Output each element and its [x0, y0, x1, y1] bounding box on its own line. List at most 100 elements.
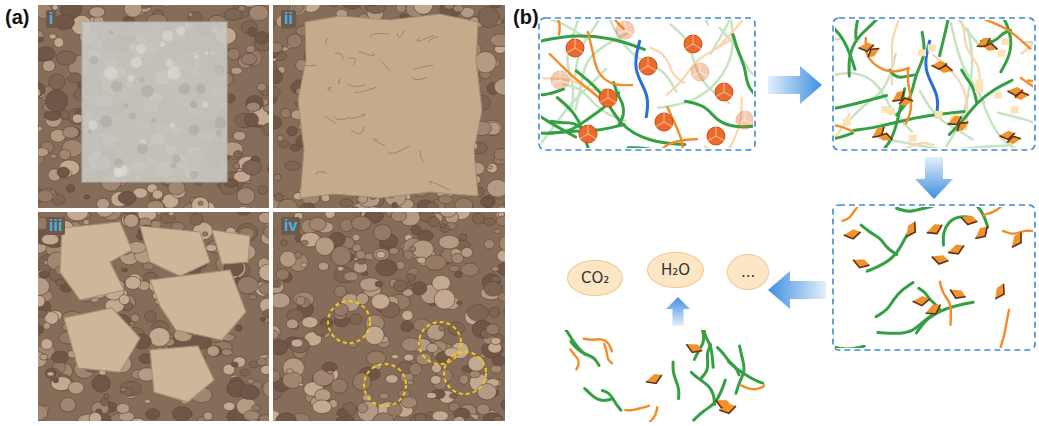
- soil-pebble: [38, 270, 49, 278]
- soil-pebble: [66, 212, 88, 221]
- bubble-text: ...: [741, 263, 755, 281]
- soil-pebble: [298, 383, 303, 386]
- soil-pebble: [490, 5, 501, 8]
- faded-fragment: [994, 92, 1002, 99]
- soil-pebble: [495, 229, 501, 234]
- illustration-part: [745, 120, 753, 125]
- soil-pebble: [89, 412, 102, 421]
- film-spot: [90, 56, 98, 64]
- bubble-text: CO₂: [581, 269, 609, 287]
- illustration-part: [607, 89, 608, 98]
- soil-pebble: [38, 295, 45, 307]
- soil-pebble: [499, 235, 505, 251]
- illustration-part: [38, 5, 269, 208]
- soil-pebble: [238, 5, 245, 11]
- film-fragment: [64, 308, 140, 372]
- photo-label: iv: [281, 217, 300, 235]
- soil-photo: [38, 5, 269, 208]
- film-spot: [216, 130, 223, 137]
- polymer-chain: [949, 80, 1012, 134]
- polymer-chain: [588, 32, 632, 85]
- faded-fragment: [975, 79, 983, 86]
- film-wrinkle: [370, 33, 389, 37]
- film-spot: [131, 57, 142, 68]
- illustration-part: [878, 131, 894, 144]
- soil-pebble: [258, 185, 267, 194]
- film-spot: [151, 118, 156, 123]
- soil-pebble: [344, 272, 359, 281]
- soil-pebble: [188, 12, 193, 17]
- soil-pebble: [459, 234, 466, 241]
- film-wrinkle: [338, 79, 339, 84]
- illustration-part: [902, 220, 920, 239]
- soil-pebble: [312, 400, 331, 414]
- soil-pebble: [410, 414, 431, 421]
- soil-pebble: [489, 307, 500, 317]
- particle-fragment: [983, 41, 999, 54]
- soil-pebble: [38, 310, 47, 317]
- polymer-chain: [1000, 310, 1009, 348]
- film-wrinkle: [412, 78, 427, 80]
- soil-pebble: [492, 355, 505, 365]
- soil-pebble: [296, 296, 305, 305]
- faded-chain: [567, 20, 579, 107]
- soil-pebble: [503, 17, 505, 25]
- soil-pebble: [331, 379, 348, 394]
- polymer-chain: [673, 362, 679, 399]
- soil-pebble: [342, 5, 363, 9]
- film-spot: [89, 120, 98, 129]
- soil-pebble: [497, 250, 505, 263]
- soil-pebble: [477, 384, 496, 400]
- soil-pebble: [337, 266, 343, 271]
- particle-fragment: [938, 64, 954, 76]
- film-spot: [165, 59, 173, 67]
- soil-pebble: [406, 274, 415, 282]
- network-intact: [541, 20, 753, 148]
- film-spot: [127, 75, 134, 82]
- soil-pebble: [38, 148, 49, 157]
- soil-pebble: [373, 224, 391, 240]
- illustration-part: [552, 80, 560, 85]
- illustration-part: [744, 111, 745, 120]
- soil-pebble: [280, 251, 297, 267]
- illustration-part: [912, 295, 929, 306]
- faded-fragment: [843, 119, 851, 126]
- soil-pebble: [356, 251, 365, 260]
- soil-pebble: [45, 369, 56, 378]
- faded-chain: [951, 23, 984, 103]
- film-spot: [170, 163, 176, 169]
- polymer-chain: [835, 105, 853, 140]
- soil-pebble: [144, 399, 151, 404]
- polymer-chain: [741, 381, 765, 390]
- illustration-part: [617, 30, 625, 35]
- soil-pebble: [430, 375, 441, 384]
- soil-pebble: [461, 263, 479, 276]
- soil-pebble: [371, 294, 389, 310]
- soil-pebble: [493, 416, 502, 421]
- illustration-part: [1009, 233, 1026, 250]
- soil-pebble: [291, 339, 303, 347]
- soil-pebble: [273, 330, 279, 339]
- polymer-chain: [604, 344, 612, 363]
- soil-pebble: [62, 126, 79, 138]
- illustration-part: [625, 30, 633, 35]
- polymer-chain: [585, 388, 613, 400]
- polymer-chain: [835, 125, 853, 144]
- soil-pebble: [38, 277, 50, 295]
- soil-pebble: [258, 212, 269, 223]
- soil-pebble: [124, 5, 142, 17]
- soil-pebble: [38, 89, 41, 97]
- soil-pebble: [38, 190, 53, 202]
- particle-fragment: [991, 282, 1009, 301]
- soil-pebble: [375, 281, 382, 287]
- film-spot: [190, 101, 197, 108]
- soil-pebble: [92, 375, 111, 392]
- soil-pebble: [152, 190, 163, 199]
- film-spot: [176, 26, 185, 35]
- soil-pebble: [156, 212, 161, 215]
- gas-bubble: ...: [727, 254, 769, 290]
- process-arrow: [666, 297, 690, 326]
- soil-pebble: [281, 240, 288, 246]
- film-spot: [215, 117, 227, 129]
- photo-label: iii: [46, 217, 65, 235]
